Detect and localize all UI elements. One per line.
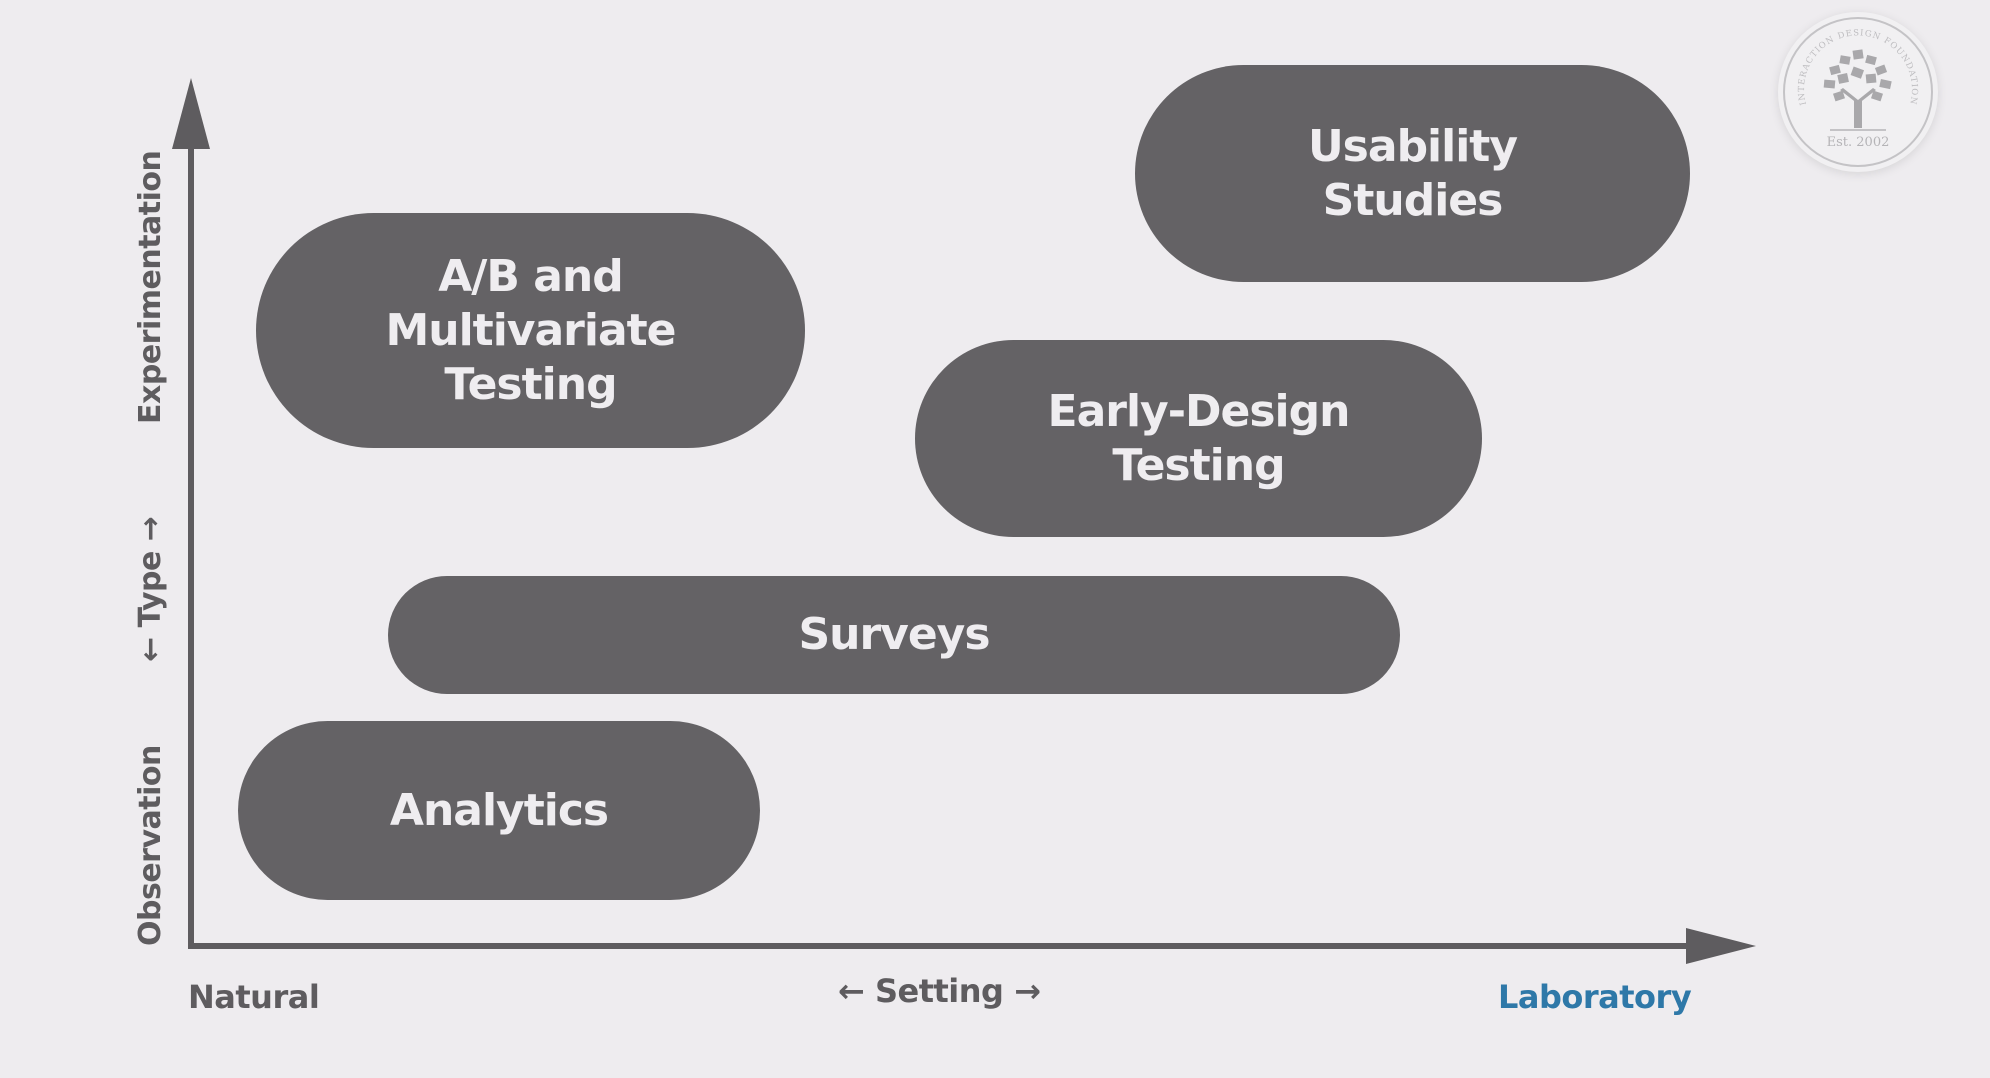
method-label: Surveys bbox=[798, 609, 990, 660]
x-axis-right-label: Laboratory bbox=[1498, 978, 1692, 1016]
method-label: Analytics bbox=[389, 784, 609, 836]
x-axis-arrow-icon bbox=[1686, 928, 1756, 964]
y-axis-bottom-label: Observation bbox=[133, 745, 168, 946]
svg-text:Est. 2002: Est. 2002 bbox=[1827, 135, 1890, 150]
method-early-design-testing: Early-Design Testing bbox=[915, 340, 1482, 537]
method-usability-studies: Usability Studies bbox=[1135, 65, 1690, 282]
method-surveys: Surveys bbox=[388, 576, 1400, 694]
method-label: A/B and Multivariate Testing bbox=[385, 250, 676, 410]
x-axis-left-label: Natural bbox=[188, 978, 320, 1016]
tree-emblem-icon: INTERACTION DESIGN FOUNDATION Est. 2002 bbox=[1783, 17, 1933, 167]
method-ab-testing: A/B and Multivariate Testing bbox=[256, 213, 805, 448]
y-axis-arrow-icon bbox=[172, 78, 210, 149]
method-analytics: Analytics bbox=[238, 721, 760, 900]
svg-text:INTERACTION DESIGN FOUNDATION: INTERACTION DESIGN FOUNDATION bbox=[1797, 28, 1919, 106]
y-axis-top-label: Experimentation bbox=[133, 150, 168, 424]
organization-logo: INTERACTION DESIGN FOUNDATION Est. 2002 bbox=[1778, 12, 1938, 172]
method-label: Early-Design Testing bbox=[1047, 385, 1351, 491]
method-label: Usability Studies bbox=[1307, 120, 1518, 226]
x-axis-title: ← Setting → bbox=[838, 972, 1041, 1010]
y-axis-title: ← Type → bbox=[133, 516, 168, 662]
